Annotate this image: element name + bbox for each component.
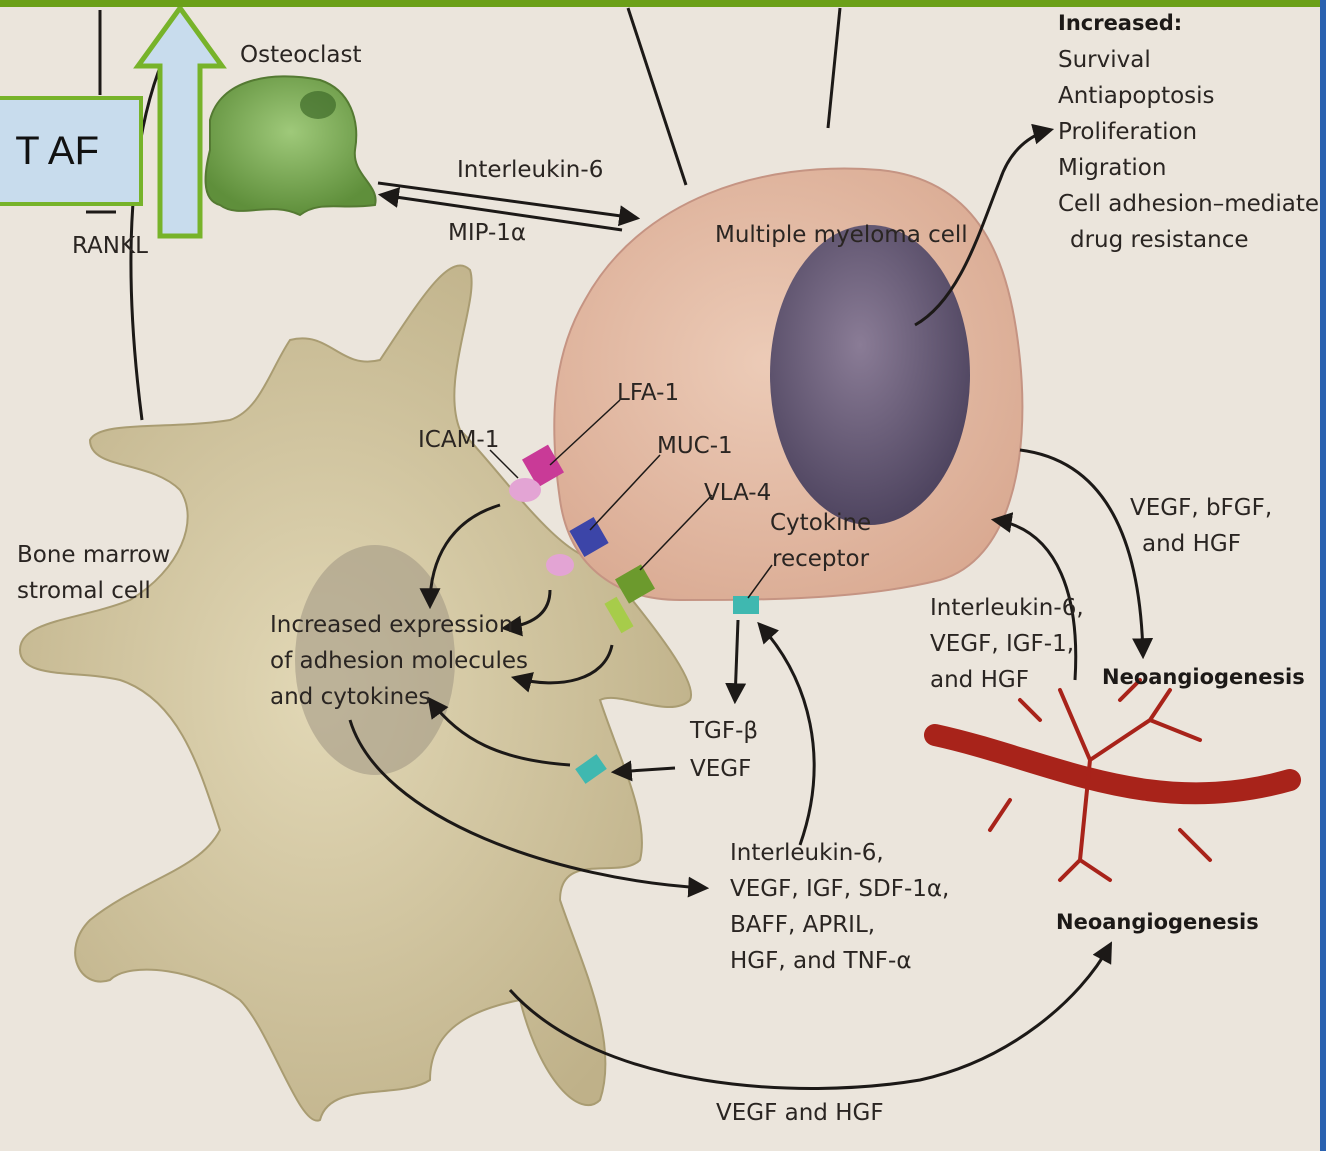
callout-text: T AF xyxy=(15,129,99,174)
label-cytokine-receptor: Cytokine xyxy=(770,510,871,536)
label-lfa1: LFA-1 xyxy=(617,380,679,406)
label-interleukin6-right: and HGF xyxy=(930,667,1029,693)
label-vegf-hgf: VEGF and HGF xyxy=(716,1100,884,1126)
label-bone-marrow: Bone marrow xyxy=(17,542,170,568)
label-icam1: ICAM-1 xyxy=(418,427,499,453)
blood-vessel xyxy=(935,680,1290,880)
label-interleukin6-bottom: Interleukin-6, xyxy=(730,840,884,866)
label-increased-item: Migration xyxy=(1058,155,1166,181)
label-interleukin6-right: Interleukin-6, xyxy=(930,595,1084,621)
label-rankl: RANKL xyxy=(72,233,148,259)
label-tgf-beta: TGF-β xyxy=(689,718,758,744)
osteoclast-cell xyxy=(206,76,376,215)
right-accent-bar xyxy=(1320,0,1326,1151)
label-increased-item: Survival xyxy=(1058,47,1151,73)
label-interleukin6-right: VEGF, IGF-1, xyxy=(930,631,1074,657)
label-vegf-bfgf: and HGF xyxy=(1142,531,1241,557)
label-bone-marrow: stromal cell xyxy=(17,578,151,604)
label-increased-expression: and cytokines xyxy=(270,684,430,710)
label-increased-item: drug resistance xyxy=(1070,227,1249,253)
label-tgf-vegf: VEGF xyxy=(690,756,751,782)
label-cytokine-receptor: receptor xyxy=(772,546,870,572)
callout-box: T AF xyxy=(0,96,143,206)
label-osteoclast: Osteoclast xyxy=(240,42,361,68)
top-accent-bar xyxy=(0,0,1326,7)
osteoclast-nucleus xyxy=(300,91,336,119)
label-increased-expression: Increased expression xyxy=(270,612,513,638)
label-increased-item: Cell adhesion–mediated xyxy=(1058,191,1326,217)
label-increased-item: Proliferation xyxy=(1058,119,1197,145)
myeloma-nucleus xyxy=(770,225,970,525)
label-neoangiogenesis-bottom: Neoangiogenesis xyxy=(1056,910,1259,934)
label-interleukin6-bottom: VEGF, IGF, SDF-1α, xyxy=(730,876,949,902)
label-neoangiogenesis-top: Neoangiogenesis xyxy=(1102,665,1305,689)
label-increased-expression: of adhesion molecules xyxy=(270,648,528,674)
label-interleukin6-bottom: HGF, and TNF-α xyxy=(730,948,912,974)
label-muc1: MUC-1 xyxy=(657,433,733,459)
label-mip1a: MIP-1α xyxy=(448,220,526,246)
label-interleukin6-top: Interleukin-6 xyxy=(457,157,603,183)
label-myeloma-cell: Multiple myeloma cell xyxy=(715,222,968,248)
label-increased-title: Increased: xyxy=(1058,11,1182,35)
label-increased-item: Antiapoptosis xyxy=(1058,83,1215,109)
label-vla4: VLA-4 xyxy=(704,480,771,506)
label-vegf-bfgf: VEGF, bFGF, xyxy=(1130,495,1272,521)
label-interleukin6-bottom: BAFF, APRIL, xyxy=(730,912,875,938)
